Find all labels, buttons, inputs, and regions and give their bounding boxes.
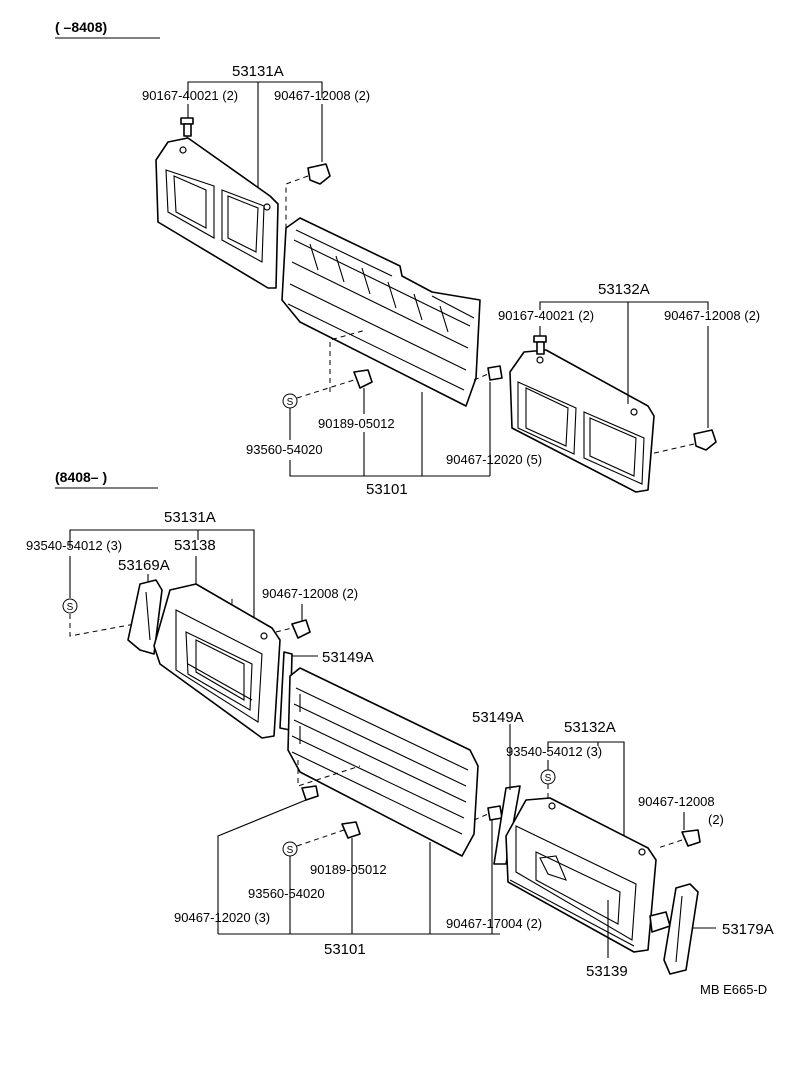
s-mark-93540-right-bottom-text: S bbox=[545, 773, 552, 784]
label-90467-12008-right-top: 90467-12008 (2) bbox=[664, 308, 760, 323]
s-mark-93540-bottom bbox=[62, 598, 78, 614]
label-90189-05012-bottom: 90189-05012 bbox=[310, 862, 387, 877]
label-53169A: 53169A bbox=[118, 557, 170, 574]
strip-53149A-right bbox=[493, 785, 521, 865]
dash-grille-top bbox=[329, 329, 367, 392]
dash-s-top bbox=[296, 379, 355, 399]
dash-clip-bottom bbox=[275, 627, 293, 633]
label-90467-12008-bottom: 90467-12008 (2) bbox=[262, 586, 358, 601]
nut-90189-05012-top bbox=[353, 369, 373, 389]
dash-clip-17004 bbox=[473, 813, 489, 821]
label-90467-12020-top: 90467-12020 (5) bbox=[446, 452, 542, 467]
label-53132A-top: 53132A bbox=[598, 281, 650, 298]
dash-s-93560-bottom bbox=[296, 829, 345, 847]
radiator-grille-top bbox=[281, 217, 481, 407]
label-53101-bottom: 53101 bbox=[324, 941, 366, 958]
s-mark-93560-top-text: S bbox=[287, 397, 294, 408]
bracket-tab-right bbox=[649, 911, 671, 933]
range-header-top: ( –8408) bbox=[55, 19, 107, 35]
trim-53169A bbox=[127, 579, 163, 655]
headlamp-housing-left-top bbox=[155, 137, 279, 289]
dash-clip-12020-top bbox=[473, 373, 489, 381]
bracket-53131A-bottom bbox=[69, 529, 255, 628]
label-53101-top: 53101 bbox=[366, 481, 408, 498]
label-93540-54012-right-bottom: 93540-54012 (3) bbox=[506, 744, 602, 759]
s-mark-93560-bottom-text: S bbox=[287, 845, 294, 856]
label-53139: 53139 bbox=[586, 963, 628, 980]
bracket-53131A-top bbox=[187, 81, 323, 98]
label-53131A-bottom: 53131A bbox=[164, 509, 216, 526]
label-93540-54012-bottom: 93540-54012 (3) bbox=[26, 538, 122, 553]
label-90167-40021-top: 90167-40021 (2) bbox=[142, 88, 238, 103]
screw-90167-top bbox=[180, 117, 194, 137]
label-90467-17004: 90467-17004 (2) bbox=[446, 916, 542, 931]
label-90189-05012-top: 90189-05012 bbox=[318, 416, 395, 431]
label-90467-12008-right-bottom-qty: (2) bbox=[708, 812, 724, 827]
headlamp-housing-right-bottom bbox=[505, 797, 657, 953]
label-93560-54020-bottom: 93560-54020 bbox=[248, 886, 325, 901]
clip-90467-12008-bottom bbox=[291, 619, 311, 639]
clip-90467-17004 bbox=[487, 805, 503, 821]
clip-90467-12008-right-top bbox=[693, 429, 717, 451]
label-53179A: 53179A bbox=[722, 921, 774, 938]
clip-90467-12008-top bbox=[307, 163, 331, 185]
label-90467-12020-bottom: 90467-12020 (3) bbox=[174, 910, 270, 925]
label-53131A-top: 53131A bbox=[232, 63, 284, 80]
label-90467-12008-top: 90467-12008 (2) bbox=[274, 88, 370, 103]
label-53138: 53138 bbox=[174, 537, 216, 554]
bracket-53101-top bbox=[289, 460, 490, 477]
label-90167-40021-right-top: 90167-40021 (2) bbox=[498, 308, 594, 323]
trim-53179A bbox=[663, 883, 699, 975]
label-53149A-right: 53149A bbox=[472, 709, 524, 726]
dash-s-bottom bbox=[69, 598, 233, 637]
headlamp-housing-right-top bbox=[509, 349, 655, 493]
label-93560-54020-top: 93560-54020 bbox=[246, 442, 323, 457]
diagram-code: MB E665-D bbox=[700, 982, 767, 997]
clip-90467-12020-bottom bbox=[301, 785, 319, 801]
dash-clip-right-bottom bbox=[657, 839, 683, 849]
dash-clip-right-top bbox=[649, 443, 695, 455]
clip-90467-12020-top bbox=[487, 365, 503, 381]
clip-90467-12008-right-bottom bbox=[681, 829, 701, 847]
label-90467-12008-right-bottom: 90467-12008 bbox=[638, 794, 715, 809]
label-53132A-bottom: 53132A bbox=[564, 719, 616, 736]
bracket-53132A-bottom bbox=[547, 741, 625, 840]
bracket-53132A-top bbox=[539, 301, 709, 310]
s-mark-93540-bottom-text: S bbox=[67, 602, 74, 613]
nut-90189-05012-bottom bbox=[341, 821, 361, 839]
range-header-bottom: (8408– ) bbox=[55, 469, 107, 485]
leader-90467-12020-bottom bbox=[217, 799, 307, 934]
headlamp-housing-left-bottom bbox=[153, 583, 281, 739]
label-53149A-left: 53149A bbox=[322, 649, 374, 666]
screw-90167-right-top bbox=[533, 335, 547, 355]
radiator-grille-bottom bbox=[287, 667, 479, 857]
